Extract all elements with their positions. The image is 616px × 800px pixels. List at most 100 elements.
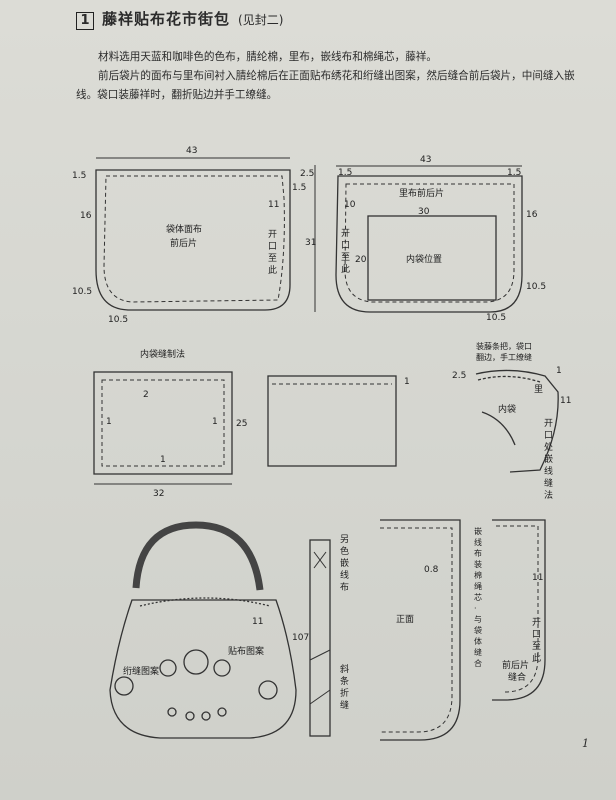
- note-10: 袋: [474, 625, 482, 635]
- op-char-3: 处: [544, 441, 553, 453]
- page-number: 1: [582, 737, 589, 750]
- lining-width-label: 43: [420, 155, 431, 165]
- section-header: 1 藤祥贴布花市街包 (见封二): [76, 8, 283, 30]
- strip-a-2: 色: [340, 545, 349, 557]
- right-small-label: 1.5: [292, 183, 306, 193]
- strip-b-1: 斜: [340, 663, 349, 675]
- center-flower: [183, 649, 209, 675]
- fig-inner-pocket: 内袋缝制法 2 1 1 25 1 32: [93, 348, 247, 499]
- instructions-line-2: 前后袋片的面布与里布间衬入腈纶棉后在正面贴布绣花和绗缝出图案，然后缝合前后袋片，…: [76, 70, 575, 101]
- pocket-margin-left: 1: [106, 417, 112, 427]
- side-label: 16: [80, 211, 92, 221]
- fig-lining-panel: 43 1.5 1.5 里布前后片 30 10 16 20 内袋位置 开 口 至 …: [335, 155, 546, 323]
- opening-top: 2.5: [452, 371, 466, 381]
- folded-pocket-rect: [267, 375, 397, 467]
- left-flower: [159, 659, 177, 677]
- center-label-2: 前后片: [170, 237, 197, 249]
- op-char-6: 缝: [544, 477, 553, 489]
- op-char-7: 法: [544, 489, 553, 501]
- pocket-margin-right: 1: [212, 417, 218, 427]
- fig-piping-strip: 107 另 色 嵌 线 布 斜 条 折 缝: [292, 534, 349, 737]
- opening-char-1: 开: [268, 229, 277, 240]
- width-label: 43: [186, 146, 197, 156]
- note-7: 芯: [474, 592, 482, 602]
- bag-handle: [132, 521, 264, 591]
- piping-seamline: [380, 527, 453, 733]
- lining-bottom-right: 10.5: [526, 282, 546, 292]
- right-applique-flower: [258, 680, 278, 700]
- pocket-width: 32: [153, 489, 164, 499]
- note-9: 与: [474, 615, 482, 624]
- opening-char-4: 此: [268, 264, 277, 276]
- section-subtitle: (见封二): [238, 13, 284, 27]
- note-6: 绳: [474, 581, 482, 591]
- pocket-height-label: 20: [355, 255, 367, 265]
- panel-seam-outline: [492, 519, 546, 701]
- bottom-label: 10.5: [108, 315, 128, 325]
- panel-bottom-1: 前后片: [502, 659, 529, 671]
- opening-pocket: 内袋: [498, 403, 516, 415]
- height-label: 31: [305, 238, 316, 248]
- outer-panel-shape: [95, 169, 291, 311]
- berry-4: [217, 707, 227, 717]
- panel-seam-line: [496, 525, 539, 693]
- note-11: 体: [474, 636, 482, 646]
- fig-folded-pocket: 1: [267, 375, 410, 467]
- lining-top-right: 1.5: [507, 168, 521, 178]
- section-number: 1: [76, 12, 94, 30]
- strip-b-3: 折: [340, 687, 349, 699]
- pocket-width-label: 30: [418, 207, 430, 217]
- panel-open-4: 此: [532, 652, 541, 664]
- op-char-5: 线: [544, 465, 553, 477]
- right-side-label: 11: [268, 200, 279, 210]
- strip-b-2: 条: [340, 675, 349, 687]
- outer-panel-seamline: [103, 175, 285, 303]
- strip-rect: [309, 539, 331, 737]
- fig-piping-seam: 0.8 正面 嵌 线 布 装 棉 绳 芯 · 与 袋 体 缝 合: [380, 519, 482, 741]
- opening-note-2: 翻边，手工缭缝: [476, 352, 532, 362]
- fig-outer-panel: 43 1.5 2.5 1.5 16 11 31 10.5 10.5 袋体面布 前…: [72, 146, 316, 325]
- lining-open-1: 开: [341, 228, 350, 239]
- fig-panel-seam: 11 开 口 至 此 前后片 缝合: [492, 519, 546, 701]
- center-label: 袋体面布: [166, 223, 202, 235]
- lining-left-label: 10: [344, 200, 356, 210]
- right-flower: [213, 659, 231, 677]
- face-label: 正面: [396, 614, 414, 625]
- lining-bottom: 10.5: [486, 313, 506, 323]
- opening-char-3: 至: [268, 253, 277, 264]
- pocket-outline: [93, 371, 233, 475]
- pocket-margin-bottom: 1: [160, 455, 166, 465]
- opening-curve: [475, 369, 559, 473]
- strip-a-4: 线: [340, 569, 349, 581]
- strip-a-1: 另: [340, 534, 349, 545]
- panel-open-2: 口: [532, 630, 541, 640]
- strip-b-4: 缝: [340, 699, 349, 711]
- pocket-height: 25: [236, 419, 247, 429]
- op-char-4: 嵌: [544, 454, 553, 465]
- bag-body: [109, 599, 297, 739]
- opening-lining: 里: [534, 384, 543, 395]
- top-left-label: 1.5: [72, 171, 86, 181]
- panel-bottom-2: 缝合: [508, 671, 526, 683]
- opening-one: 1: [556, 366, 562, 376]
- pocket-margin-top: 2: [143, 390, 149, 400]
- panel-open-1: 开: [532, 617, 541, 628]
- inner-pocket-curve: [481, 411, 516, 446]
- lining-title: 里布前后片: [399, 187, 444, 199]
- piping-seam-label: 0.8: [424, 565, 439, 575]
- op-char-1: 开: [544, 418, 553, 429]
- strip-bias: [309, 649, 331, 661]
- strip-bias-2: [309, 689, 331, 705]
- lining-panel-shape: [335, 175, 523, 313]
- bag-gather: [139, 597, 271, 607]
- fig-finished-bag: 11 绗缝图案 贴布图案: [109, 521, 297, 739]
- pocket-seamline: [101, 379, 225, 467]
- inner-pocket-title: 内袋缝制法: [140, 348, 185, 360]
- piping-body-outline: [380, 519, 461, 741]
- opening-side: 11: [560, 396, 571, 406]
- bottom-left-label: 10.5: [72, 287, 92, 297]
- op-char-2: 口: [544, 431, 553, 441]
- opening-char-2: 口: [268, 242, 277, 252]
- folded-pocket-mark: 1: [404, 377, 410, 387]
